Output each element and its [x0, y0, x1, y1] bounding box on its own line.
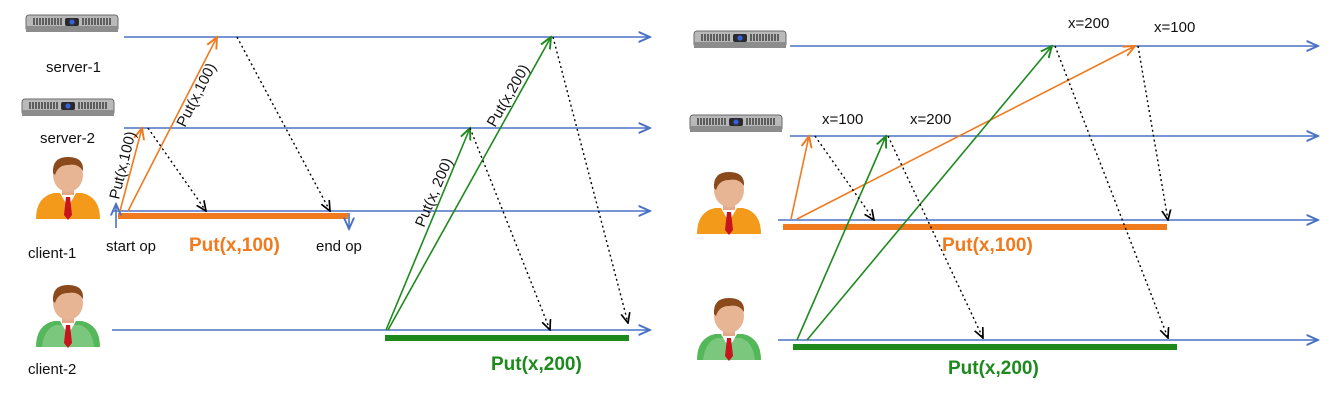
- reply-server2-to-client2: [469, 127, 550, 330]
- start-op-label: start op: [106, 238, 156, 255]
- reply-server2-to-client1: [147, 127, 206, 211]
- server-2-label: server-2: [40, 130, 95, 147]
- put100-op-bar: [783, 224, 1167, 230]
- put200-to-server1-arrow: [387, 37, 551, 331]
- server1-state-1: x=200: [1068, 15, 1109, 32]
- put100-server1-arrow-label: Put(x,100): [173, 60, 220, 129]
- put100-to-server1-arrow: [127, 37, 217, 212]
- put100-op-label: Put(x,100): [942, 235, 1033, 256]
- put200-op-label: Put(x,200): [491, 354, 582, 375]
- end-op-label: end op: [316, 238, 362, 255]
- put100-server2-arrow-label: Put(x,100): [106, 130, 139, 201]
- server2-state-1: x=100: [822, 111, 863, 128]
- reply-server1-to-client2: [1054, 45, 1168, 338]
- person-orange-icon: [697, 172, 761, 235]
- server1-state-2: x=100: [1154, 19, 1195, 36]
- put200-to-server2-arrow: [385, 128, 470, 331]
- client-1-label: client-1: [28, 245, 76, 262]
- right-panel: x=200 x=100 x=100 x=200 Put(x,100) Put(x…: [689, 15, 1318, 379]
- reply-server2-to-client2: [887, 135, 983, 338]
- reply-server1-to-client2: [552, 36, 628, 323]
- put200-op-bar: [385, 335, 629, 341]
- server-icon: [21, 98, 115, 117]
- reply-server2-to-client1: [814, 135, 874, 220]
- client-2-label: client-2: [28, 361, 76, 378]
- server-icon: [25, 14, 119, 33]
- put200-op-bar: [793, 344, 1177, 350]
- server2-state-2: x=200: [910, 111, 951, 128]
- put100-op-label: Put(x,100): [189, 235, 280, 256]
- person-orange-icon: [36, 157, 100, 220]
- put200-server1-arrow-label: Put(x,200): [484, 62, 533, 130]
- put100-to-server2-arrow: [790, 136, 809, 220]
- server-icon: [693, 30, 787, 49]
- person-green-icon: [36, 285, 100, 348]
- put100-op-bar: [118, 213, 348, 219]
- put100-to-server2-arrow: [119, 128, 142, 212]
- put200-op-label: Put(x,200): [948, 358, 1039, 379]
- put200-to-server2-arrow: [796, 136, 886, 341]
- put200-to-server1-arrow: [806, 46, 1052, 341]
- server-icon: [689, 114, 783, 133]
- reply-server1-to-client1: [1137, 45, 1168, 220]
- server-1-label: server-1: [46, 59, 101, 76]
- reply-server1-to-client1: [236, 36, 330, 211]
- put100-to-server1-arrow: [796, 46, 1135, 220]
- left-panel: server-1 server-2 client-1 client-2 star…: [21, 14, 650, 378]
- person-green-icon: [697, 298, 761, 361]
